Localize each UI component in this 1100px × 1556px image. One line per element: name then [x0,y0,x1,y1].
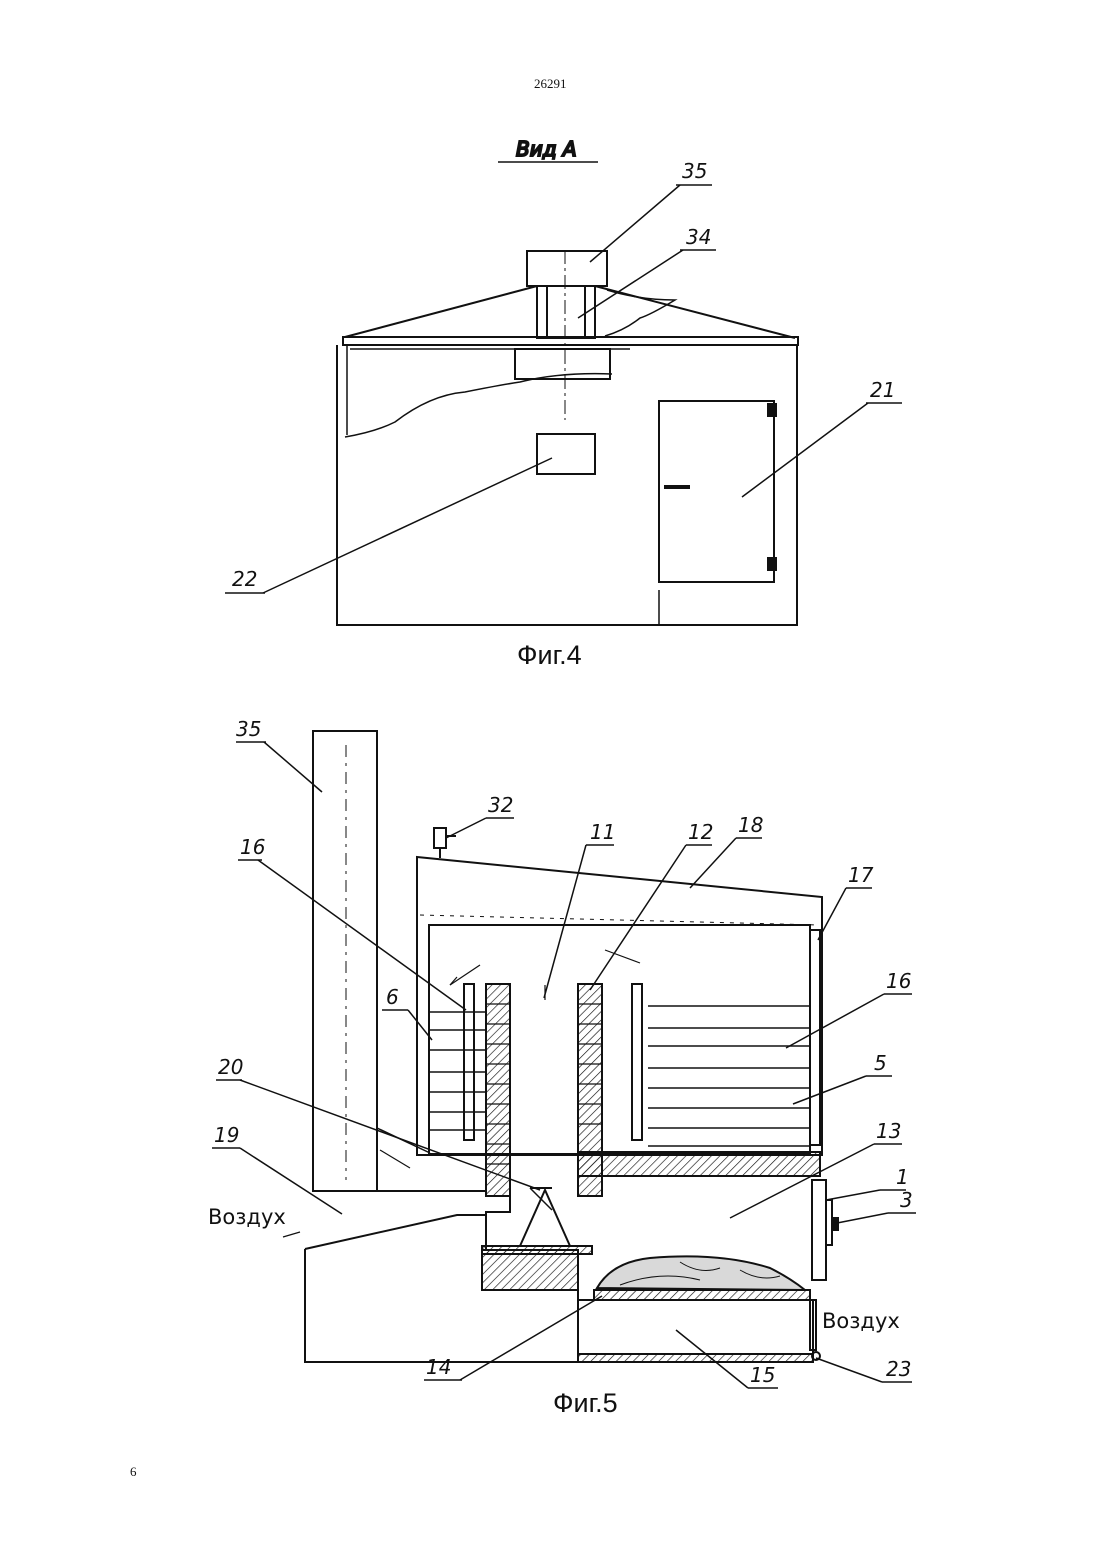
fig5-caption: Фиг.5 [553,1388,618,1419]
figure-4: Вид А [225,137,902,625]
fig5-label-3: 3 [900,1188,913,1212]
fig4-window [537,434,595,474]
fig5-left-shelves [429,1012,486,1130]
fig5-label-23: 23 [886,1357,911,1381]
fig5-chimney [313,731,377,1191]
fig5-label-20: 20 [218,1055,243,1079]
fig5-label-16-right: 16 [886,969,911,993]
fig4-chimney-cap [527,251,607,286]
fig5-hearth-slab [578,1152,820,1176]
fig5-label-1: 1 [896,1165,909,1189]
fig5-left-rack [464,984,474,1140]
fig4-view-label: Вид А [516,137,577,161]
fig5-right-shelves [648,1006,810,1146]
fig4-door [659,401,774,582]
fig5-label-12: 12 [688,820,713,844]
fig4-label-22: 22 [232,567,257,591]
fig5-label-35: 35 [236,717,261,741]
fig5-valve [434,828,446,848]
fig5-furnace-door [812,1180,826,1280]
fig5-air-label-right: Воздух [822,1309,900,1333]
fig5-door-strip [810,930,820,1145]
fig5-label-14: 14 [426,1355,451,1379]
fig4-label-34: 34 [686,225,711,249]
fig5-label-18: 18 [738,813,763,837]
fig5-firebox-base [482,1250,578,1290]
fig5-grate [594,1290,810,1300]
fig5-label-15: 15 [750,1363,775,1387]
fig5-label-6: 6 [386,985,399,1009]
fig5-label-11: 11 [590,820,615,844]
fig5-label-5: 5 [874,1051,887,1075]
fig5-air-label-left: Воздух [208,1205,286,1229]
fig5-label-17: 17 [848,863,874,887]
fig5-label-32: 32 [488,793,513,817]
fig4-label-35: 35 [682,159,707,183]
fig5-label-19: 19 [214,1123,239,1147]
fig5-label-16-left: 16 [240,835,265,859]
fig5-ash-pit [578,1300,813,1362]
figure-5 [212,731,916,1388]
fig4-caption: Фиг.4 [517,640,582,671]
fig5-fuel [597,1256,805,1290]
fig5-label-13: 13 [876,1119,901,1143]
fig5-right-rack [632,984,642,1140]
fig5-air-duct [305,1215,486,1249]
fig4-label-21: 21 [870,378,895,402]
